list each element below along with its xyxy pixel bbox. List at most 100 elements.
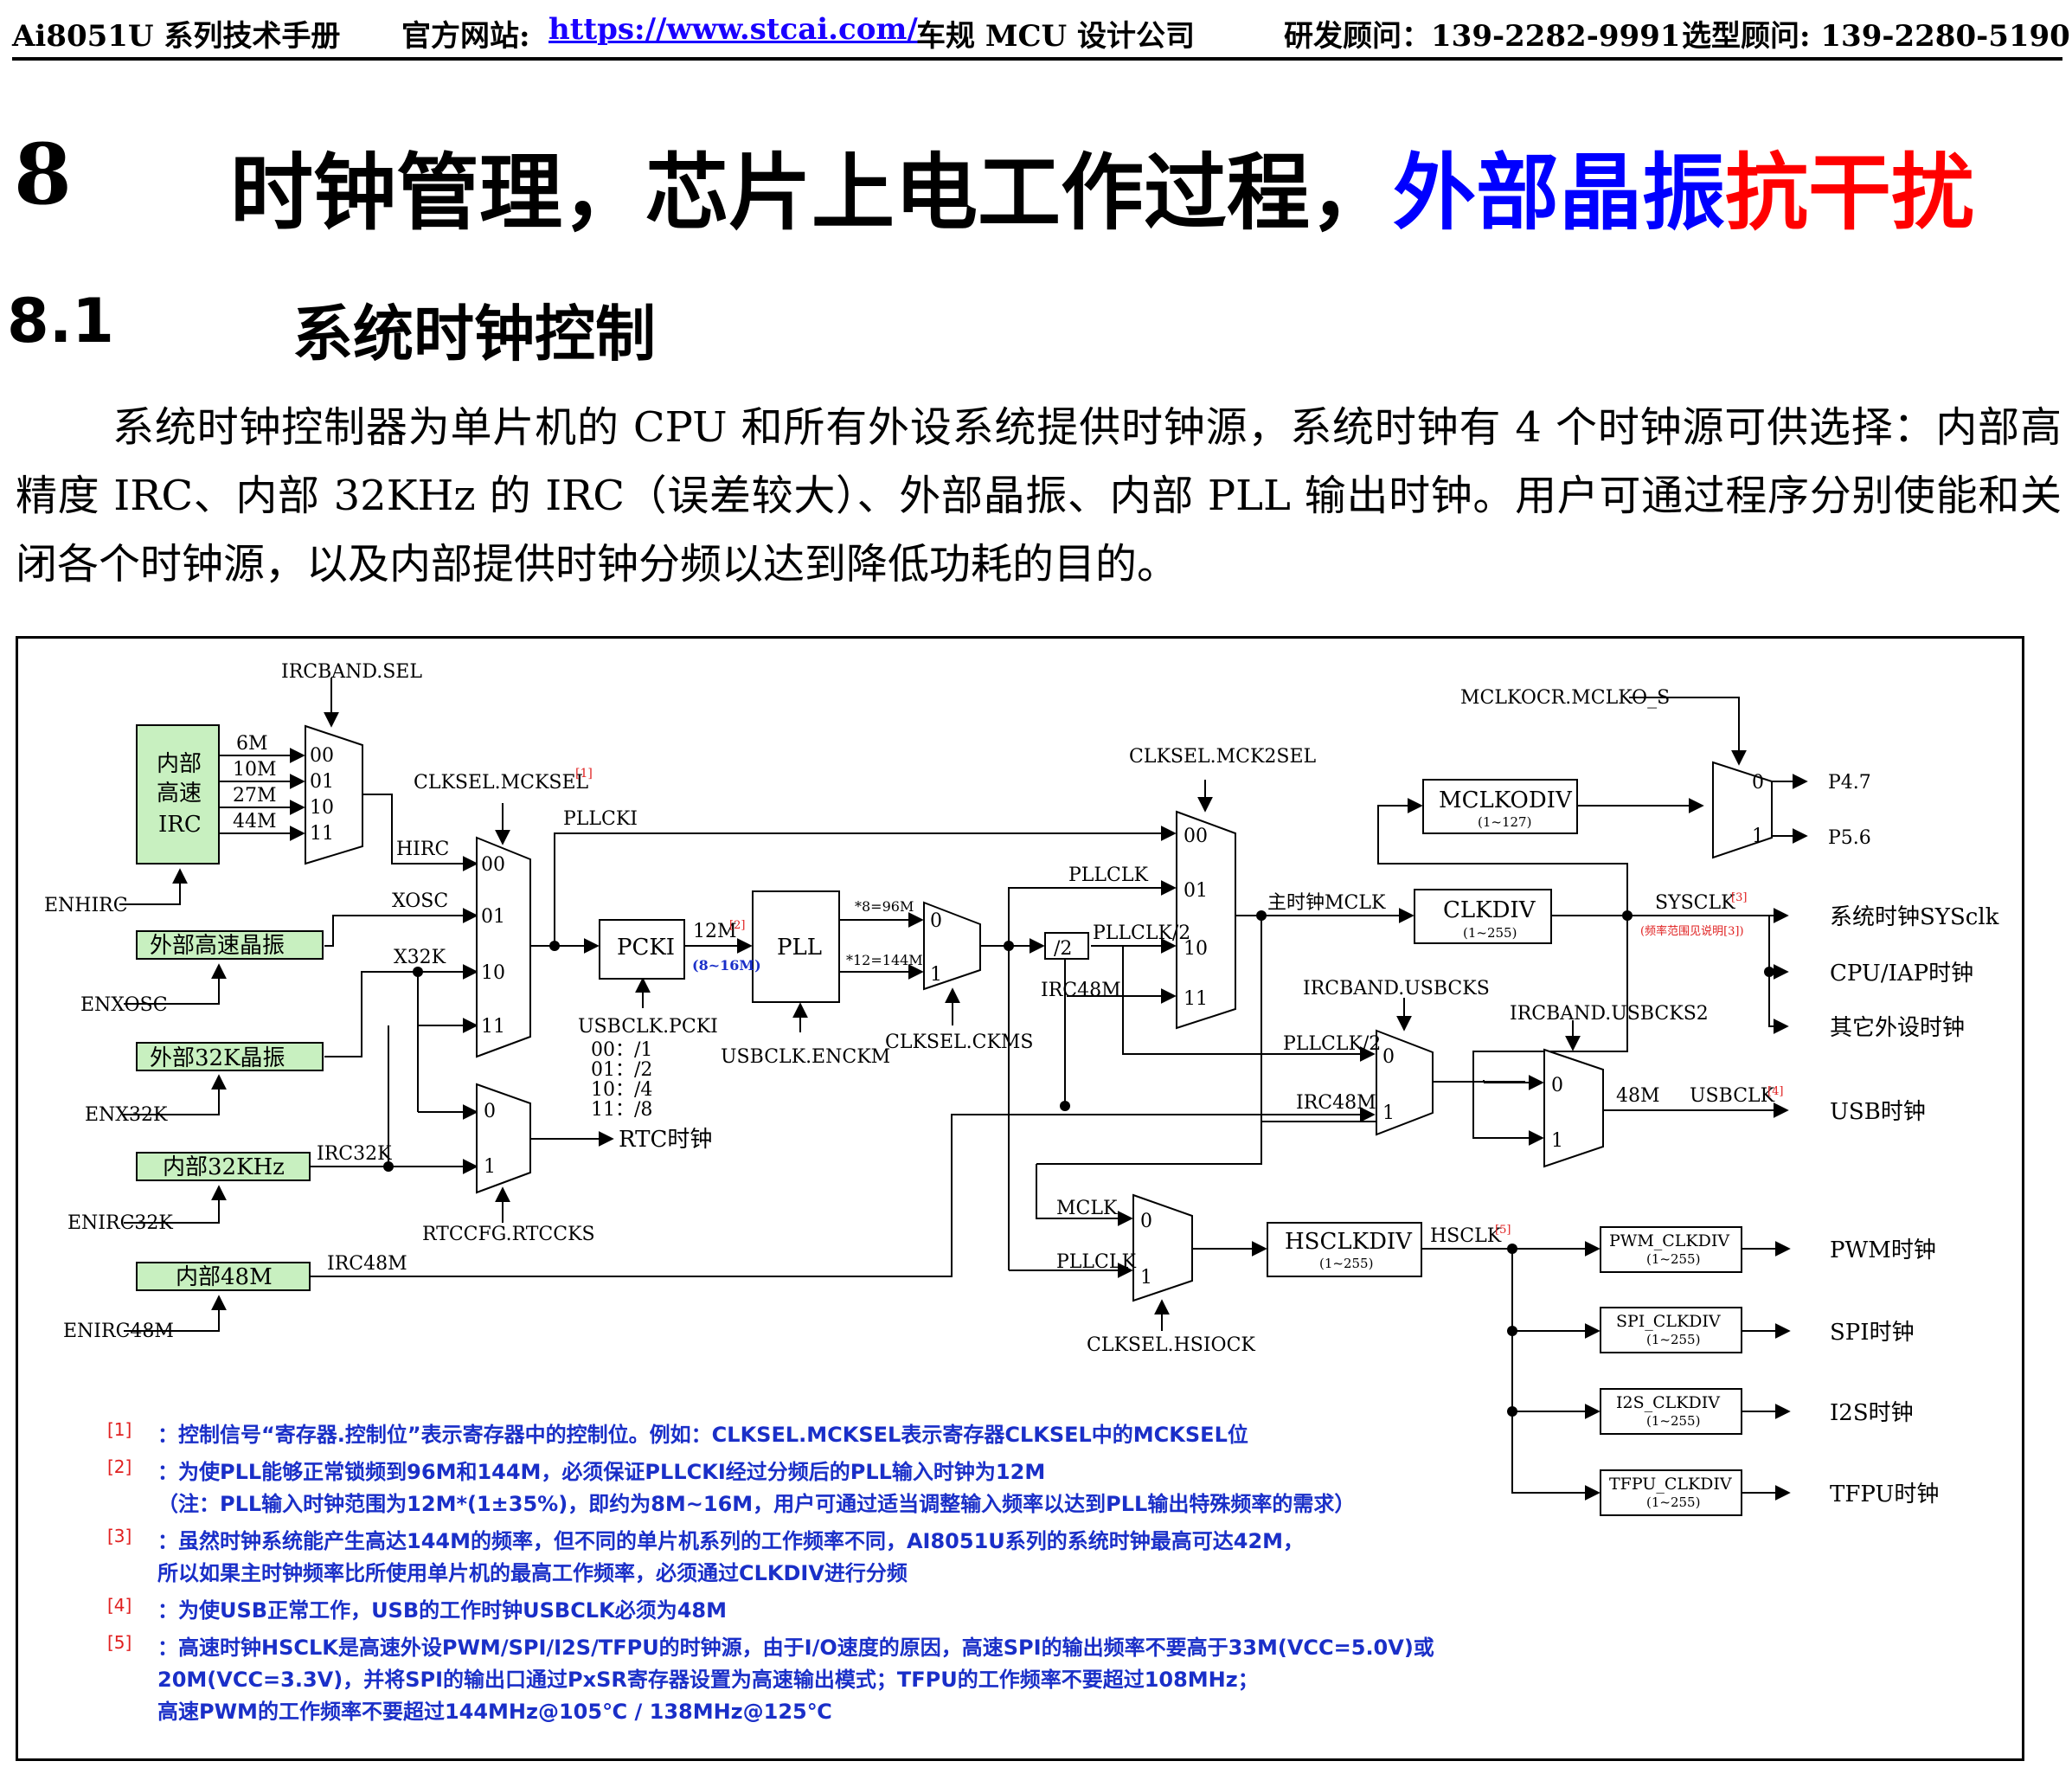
mck2sel-code-11: 11 — [1184, 988, 1208, 1010]
usbcks-1: 1 — [1382, 1102, 1395, 1124]
note-3: [3]：虽然时钟系统能产生高达144M的频率，但不同的单片机系列的工作频率不同，… — [107, 1526, 1305, 1553]
spi-range: (1~255) — [1646, 1332, 1700, 1347]
freq-44m: 44M — [233, 811, 277, 832]
usbclk-enckm-label: USBCLK.ENCKM — [721, 1046, 890, 1068]
pcki-div-10: 10：/4 — [591, 1079, 652, 1101]
mclko-0: 0 — [1752, 772, 1764, 794]
hsiock-mux — [1132, 1193, 1193, 1302]
freq-10m: 10M — [233, 759, 277, 781]
sig-12m: 12M — [693, 921, 737, 942]
pcki-div-11: 11：/8 — [591, 1099, 652, 1121]
enhirc-label: ENHIRC — [44, 895, 128, 916]
usbcks2-1: 1 — [1551, 1130, 1563, 1152]
site-link[interactable]: https://www.stcai.com/ — [548, 12, 918, 47]
usbcks2-mux — [1543, 1048, 1604, 1168]
xosc-label: 外部高速晶振 — [150, 933, 285, 959]
irc48m-label: 内部48M — [176, 1264, 273, 1290]
sig-mclk: MCLK — [1056, 1198, 1118, 1219]
sig-main-mclk: 主时钟MCLK — [1267, 892, 1386, 914]
manual-title: Ai8051U 系列技术手册 — [12, 19, 341, 54]
out-spi: SPI时钟 — [1830, 1320, 1915, 1346]
ircband-mux — [305, 724, 363, 865]
out-cpu: CPU/IAP时钟 — [1830, 961, 1973, 987]
sig-pllclk: PLLCLK — [1068, 865, 1148, 886]
clksel-ckms-label: CLKSEL.CKMS — [885, 1032, 1033, 1053]
enx32k-label: ENX32K — [85, 1104, 168, 1126]
footnotes: [1]：控制信号“寄存器.控制位”表示寄存器中的控制位。例如：CLKSEL.MC… — [95, 1419, 1566, 1728]
ircband-code-01: 01 — [310, 771, 334, 793]
mck2sel-code-01: 01 — [1184, 880, 1208, 902]
spi-clkdiv-block — [1600, 1307, 1742, 1353]
page-header: Ai8051U 系列技术手册 官方网站: https://www.stcai.c… — [12, 9, 2070, 61]
mcksel-code-11: 11 — [481, 1016, 505, 1038]
ircband-code-00: 00 — [310, 745, 334, 767]
mck2sel-mux — [1176, 810, 1236, 1030]
sig-xosc: XOSC — [392, 890, 448, 912]
irc-hi-label-1: 内部 — [157, 751, 202, 777]
note-2: [2]：为使PLL能够正常锁频到96M和144M，必须保证PLLCKI经过分频后… — [107, 1456, 1046, 1484]
pcki-div-00: 00：/1 — [591, 1039, 652, 1061]
rtc-mux-0: 0 — [484, 1101, 496, 1122]
section-heading: 8.1 系统时钟控制 — [7, 286, 656, 370]
sig-irc48m-3: IRC48M — [1296, 1092, 1376, 1114]
section-title: 系统时钟控制 — [292, 299, 656, 370]
out-usb: USB时钟 — [1830, 1099, 1926, 1125]
usbcks-label: IRCBAND.USBCKS — [1303, 978, 1490, 999]
sysclk-note: (频率范围见说明[3]) — [1640, 924, 1744, 938]
sig-irc48m-2: IRC48M — [1041, 980, 1121, 1001]
hsclkdiv-range: (1~255) — [1319, 1256, 1373, 1271]
out-p47: P4.7 — [1828, 772, 1871, 794]
chapter-title: 时钟管理，芯片上电工作过程， — [230, 144, 1393, 241]
chapter-title-blue: 外部晶振 — [1393, 144, 1725, 241]
ircband-sel-label: IRCBAND.SEL — [281, 661, 422, 683]
mcksel-mux — [476, 836, 531, 1058]
mck2sel-label: CLKSEL.MCK2SEL — [1129, 746, 1317, 768]
div2-block — [1044, 932, 1089, 960]
hsiock-1: 1 — [1140, 1267, 1152, 1289]
clock-tree-diagram: 内部 高速 IRC 外部高速晶振 外部32K晶振 内部32KHz 内部48M E… — [44, 661, 1999, 1516]
i2s-clkdiv-block — [1600, 1388, 1742, 1435]
irc32k-block — [136, 1152, 311, 1181]
mclkodiv-label: MCLKODIV — [1439, 787, 1573, 813]
pcki-label: PCKI — [617, 935, 675, 961]
note-1: [1]：控制信号“寄存器.控制位”表示寄存器中的控制位。例如：CLKSEL.MC… — [107, 1419, 1248, 1447]
clock-diagram-frame: 内部 高速 IRC 外部高速晶振 外部32K晶振 内部32KHz 内部48M E… — [16, 636, 2024, 1761]
irc32k-label: 内部32KHz — [163, 1154, 285, 1180]
sig-irc32k: IRC32K — [317, 1143, 392, 1165]
i2s-clkdiv-label: I2S_CLKDIV — [1616, 1393, 1720, 1412]
xosc-block — [136, 930, 324, 960]
mcksel-label: CLKSEL.MCKSEL — [414, 772, 589, 794]
usbcks-mux — [1376, 1029, 1434, 1136]
enirc32k-label: ENIRC32K — [67, 1212, 173, 1234]
sig-12m-range: (8~16M) — [692, 957, 761, 974]
mclkodiv-range: (1~127) — [1478, 814, 1531, 830]
pwm-clkdiv-label: PWM_CLKDIV — [1609, 1231, 1729, 1250]
hsiock-label: CLKSEL.HSIOCK — [1087, 1334, 1255, 1356]
pwm-range: (1~255) — [1646, 1251, 1700, 1267]
hsclkdiv-label: HSCLKDIV — [1285, 1229, 1413, 1255]
sig-x12: *12=144M — [846, 952, 923, 968]
enirc48m-label: ENIRC48M — [63, 1321, 174, 1342]
mcksel-code-01: 01 — [481, 906, 505, 928]
mclkodiv-block — [1422, 779, 1578, 834]
mcksel-ref: [1] — [575, 767, 593, 781]
x32k-label: 外部32K晶振 — [150, 1045, 285, 1071]
body-paragraph: 系统时钟控制器为单片机的 CPU 和所有外设系统提供时钟源，系统时钟有 4 个时… — [16, 403, 2062, 588]
sig-pllclk2: PLLCLK/2 — [1093, 922, 1190, 944]
out-rtc: RTC时钟 — [619, 1127, 712, 1153]
rd-contact: 研发顾问：139-2282-9991 — [1284, 19, 1681, 54]
sig-48m: 48M — [1616, 1085, 1660, 1107]
sig-hirc: HIRC — [396, 839, 449, 860]
irc-hi-block — [136, 724, 220, 865]
pcki-div-01: 01：/2 — [591, 1059, 652, 1081]
sig-hsclk: HSCLK — [1430, 1225, 1502, 1247]
out-i2s: I2S时钟 — [1830, 1400, 1914, 1426]
sig-pllcki: PLLCKI — [563, 808, 638, 830]
hsiock-0: 0 — [1140, 1211, 1152, 1232]
rtc-mux — [476, 1083, 531, 1194]
sel-contact: 选型顾问: 139-2280-5190 — [1682, 19, 2070, 54]
pll-label: PLL — [777, 935, 822, 961]
out-pwm: PWM时钟 — [1830, 1237, 1936, 1263]
ref-4: [4] — [1767, 1085, 1783, 1098]
usbclk-pcki-label: USBCLK.PCKI — [578, 1016, 718, 1038]
